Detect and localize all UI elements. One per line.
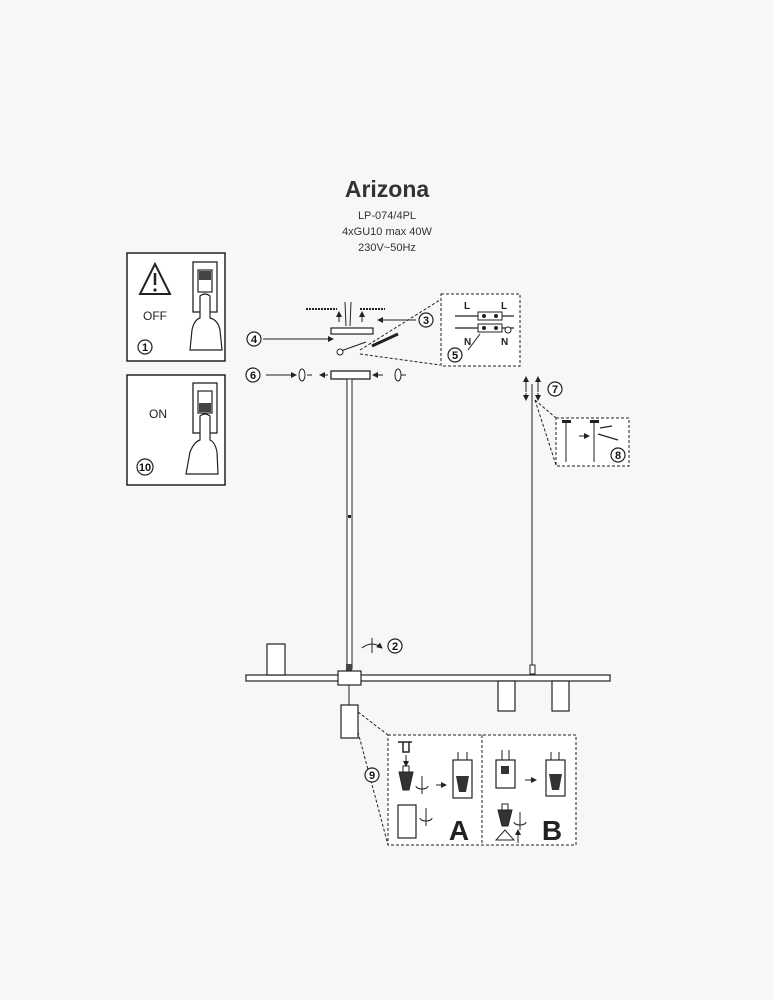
step-9-label: 9 xyxy=(369,770,375,782)
option-a-label: A xyxy=(449,815,469,846)
option-a-steps: A xyxy=(397,741,473,846)
canopy-plate: 6 xyxy=(245,367,406,383)
live-label-right: L xyxy=(501,301,507,312)
lamp-shade-3 xyxy=(497,680,516,712)
step-8-label: 8 xyxy=(615,450,621,462)
live-label-left: L xyxy=(464,301,470,312)
on-label: ON xyxy=(149,407,167,421)
rotate-rod-indicator: 2 xyxy=(361,638,403,654)
step-10-label: 10 xyxy=(139,462,151,474)
neutral-label-right: N xyxy=(501,337,508,348)
neutral-label-left: N xyxy=(464,337,471,348)
suspension-cable: 7 xyxy=(523,376,563,675)
bulb-replacement-detail: 9 A xyxy=(357,711,577,846)
step-1-label: 1 xyxy=(142,342,148,354)
lamp-shade-1 xyxy=(266,643,286,676)
panel-switch-off: OFF 1 xyxy=(126,252,226,362)
socket-icon xyxy=(398,741,412,753)
suspension-rod xyxy=(346,378,353,671)
product-name: Arizona xyxy=(344,176,430,202)
voltage-spec: 230V~50Hz xyxy=(358,242,416,254)
step-3-label: 3 xyxy=(423,315,429,327)
off-label: OFF xyxy=(143,309,167,323)
bulb-spec: 4xGU10 max 40W xyxy=(342,226,432,238)
ceiling-mount: 3 4 xyxy=(246,301,434,356)
option-b-label: B xyxy=(542,815,562,846)
warning-triangle-icon xyxy=(138,261,172,295)
switch-off-icon xyxy=(189,261,223,351)
terminal-block-icon xyxy=(455,311,514,351)
screwdriver-icon xyxy=(371,332,399,348)
step-6-label: 6 xyxy=(250,370,256,382)
step-2-label: 2 xyxy=(392,641,398,653)
step-7-label: 7 xyxy=(552,384,558,396)
lamp-shade-4 xyxy=(551,680,570,712)
mounting-bracket xyxy=(330,327,374,335)
step-4-label: 4 xyxy=(251,334,258,346)
cable-adjust-detail: 8 xyxy=(534,399,630,467)
panel-switch-on: ON 10 xyxy=(126,374,226,486)
switch-on-icon xyxy=(185,382,219,475)
wiring-detail: L L N N 5 xyxy=(359,293,521,367)
option-b-steps: B xyxy=(494,750,566,846)
lamp-shade-2 xyxy=(340,704,359,739)
step-5-label: 5 xyxy=(452,350,458,362)
product-model: LP-074/4PL xyxy=(357,210,417,222)
